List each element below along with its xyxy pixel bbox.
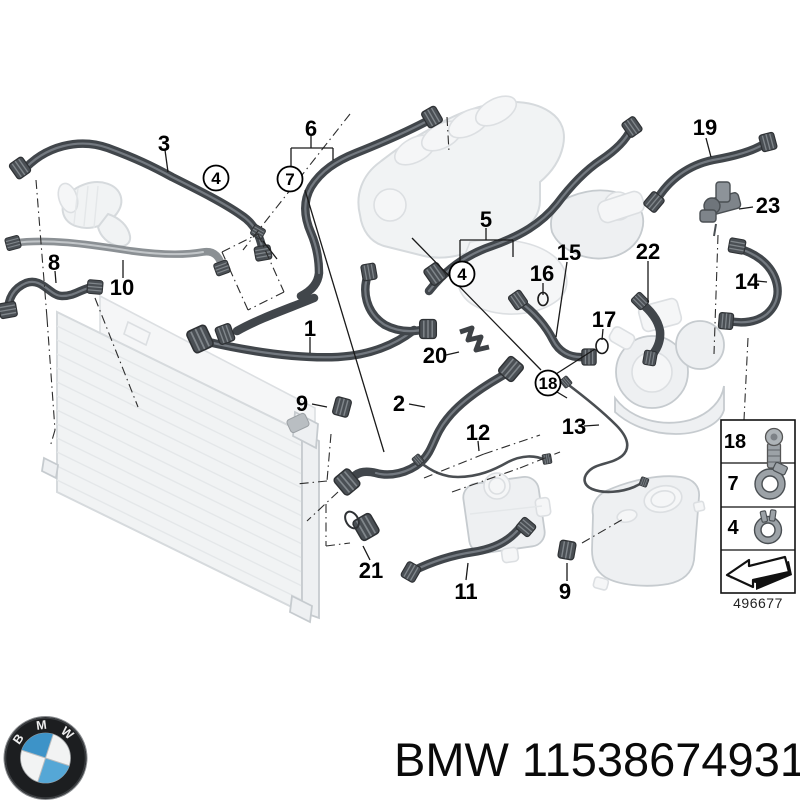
part-label-18: 18	[534, 369, 562, 397]
part-label-12: 12	[466, 420, 490, 445]
fastener-legend: 18 7 4 496677	[720, 419, 796, 611]
part-17-ring	[595, 337, 609, 355]
svg-text:12: 12	[466, 420, 490, 445]
part-9-connector-left	[331, 395, 353, 419]
svg-text:3: 3	[158, 131, 170, 156]
svg-text:4: 4	[211, 169, 221, 188]
part-20-bracket	[459, 325, 490, 353]
svg-text:1: 1	[304, 316, 316, 341]
svg-text:9: 9	[559, 579, 571, 604]
part-label-5: 5	[480, 207, 492, 232]
footer: B M W BMW 11538674931	[3, 716, 800, 800]
svg-text:9: 9	[296, 391, 308, 416]
logo-letter-m: M	[35, 718, 47, 733]
part-9-connector-right	[556, 539, 578, 561]
legend-item-4-label: 4	[727, 517, 739, 539]
hose-13	[564, 381, 647, 494]
svg-text:21: 21	[359, 558, 383, 583]
part-label-4: 4	[448, 260, 476, 288]
part-label-9: 9	[296, 391, 308, 416]
turbocharger	[608, 297, 725, 435]
part-label-19: 19	[693, 115, 717, 140]
part-label-6: 6	[305, 116, 317, 141]
thermostat-housing	[550, 189, 645, 260]
aux-water-pump	[57, 181, 132, 248]
torx-screw-icon	[764, 427, 784, 469]
ghost-parts	[41, 95, 725, 624]
legend-item-18-label: 18	[724, 431, 746, 453]
diagram-ref-number: 496677	[733, 595, 783, 611]
hose-12	[418, 455, 547, 479]
svg-text:8: 8	[48, 250, 60, 275]
hose-clamp-icon	[754, 461, 788, 500]
part-label-3: 3	[158, 131, 170, 156]
radiator	[41, 294, 320, 624]
svg-text:17: 17	[592, 307, 616, 332]
bmw-logo: B M W	[3, 716, 88, 800]
part-label-7: 7	[276, 165, 304, 193]
part-label-22: 22	[636, 239, 660, 264]
part-label-13: 13	[562, 414, 586, 439]
part-label-17: 17	[592, 307, 616, 332]
legend-item-7-label: 7	[727, 473, 738, 495]
part-label-20: 20	[423, 343, 447, 368]
part-label-15: 15	[557, 240, 581, 265]
part-label-21: 21	[359, 558, 383, 583]
spring-clamp-icon	[753, 509, 783, 545]
svg-text:7: 7	[285, 170, 294, 189]
leader-lines	[54, 136, 768, 581]
part-label-23: 23	[756, 193, 780, 218]
part-label-10: 10	[110, 275, 134, 300]
svg-text:23: 23	[756, 193, 780, 218]
svg-text:14: 14	[735, 269, 760, 294]
svg-text:16: 16	[530, 261, 554, 286]
part-label-16: 16	[530, 261, 554, 286]
intake-manifold	[357, 95, 568, 315]
part-label-1: 1	[304, 316, 316, 341]
svg-text:6: 6	[305, 116, 317, 141]
part-label-11: 11	[454, 579, 477, 604]
svg-text:18: 18	[539, 374, 558, 393]
svg-text:20: 20	[423, 343, 447, 368]
svg-text:4: 4	[457, 265, 467, 284]
part-number-labels: 3 6 19 4 7 23 5 15 22 8 16 4 14 10 17 1 20 18 2 9 12 13 21 11 9	[48, 115, 780, 604]
hose-6-branch	[232, 293, 319, 336]
direction-arrow-icon	[725, 555, 792, 590]
svg-text:2: 2	[393, 391, 405, 416]
svg-text:5: 5	[480, 207, 492, 232]
part-23-valve	[699, 181, 742, 237]
part-label-14: 14	[735, 269, 760, 294]
svg-text:11: 11	[454, 579, 477, 604]
part-label-2: 2	[393, 391, 405, 416]
part-label-8: 8	[48, 250, 60, 275]
svg-text:22: 22	[636, 239, 660, 264]
alignment-lines	[35, 113, 749, 547]
svg-text:19: 19	[693, 115, 717, 140]
small-parts	[331, 181, 742, 561]
svg-text:13: 13	[562, 414, 586, 439]
part-number-text: BMW 11538674931	[394, 733, 800, 786]
svg-text:10: 10	[110, 275, 134, 300]
part-label-9: 9	[559, 579, 571, 604]
part-label-4: 4	[202, 164, 230, 192]
hose-1-hook	[361, 267, 431, 336]
svg-text:15: 15	[557, 240, 581, 265]
expansion-tank-large	[591, 475, 706, 591]
part-21-connector	[344, 510, 382, 543]
